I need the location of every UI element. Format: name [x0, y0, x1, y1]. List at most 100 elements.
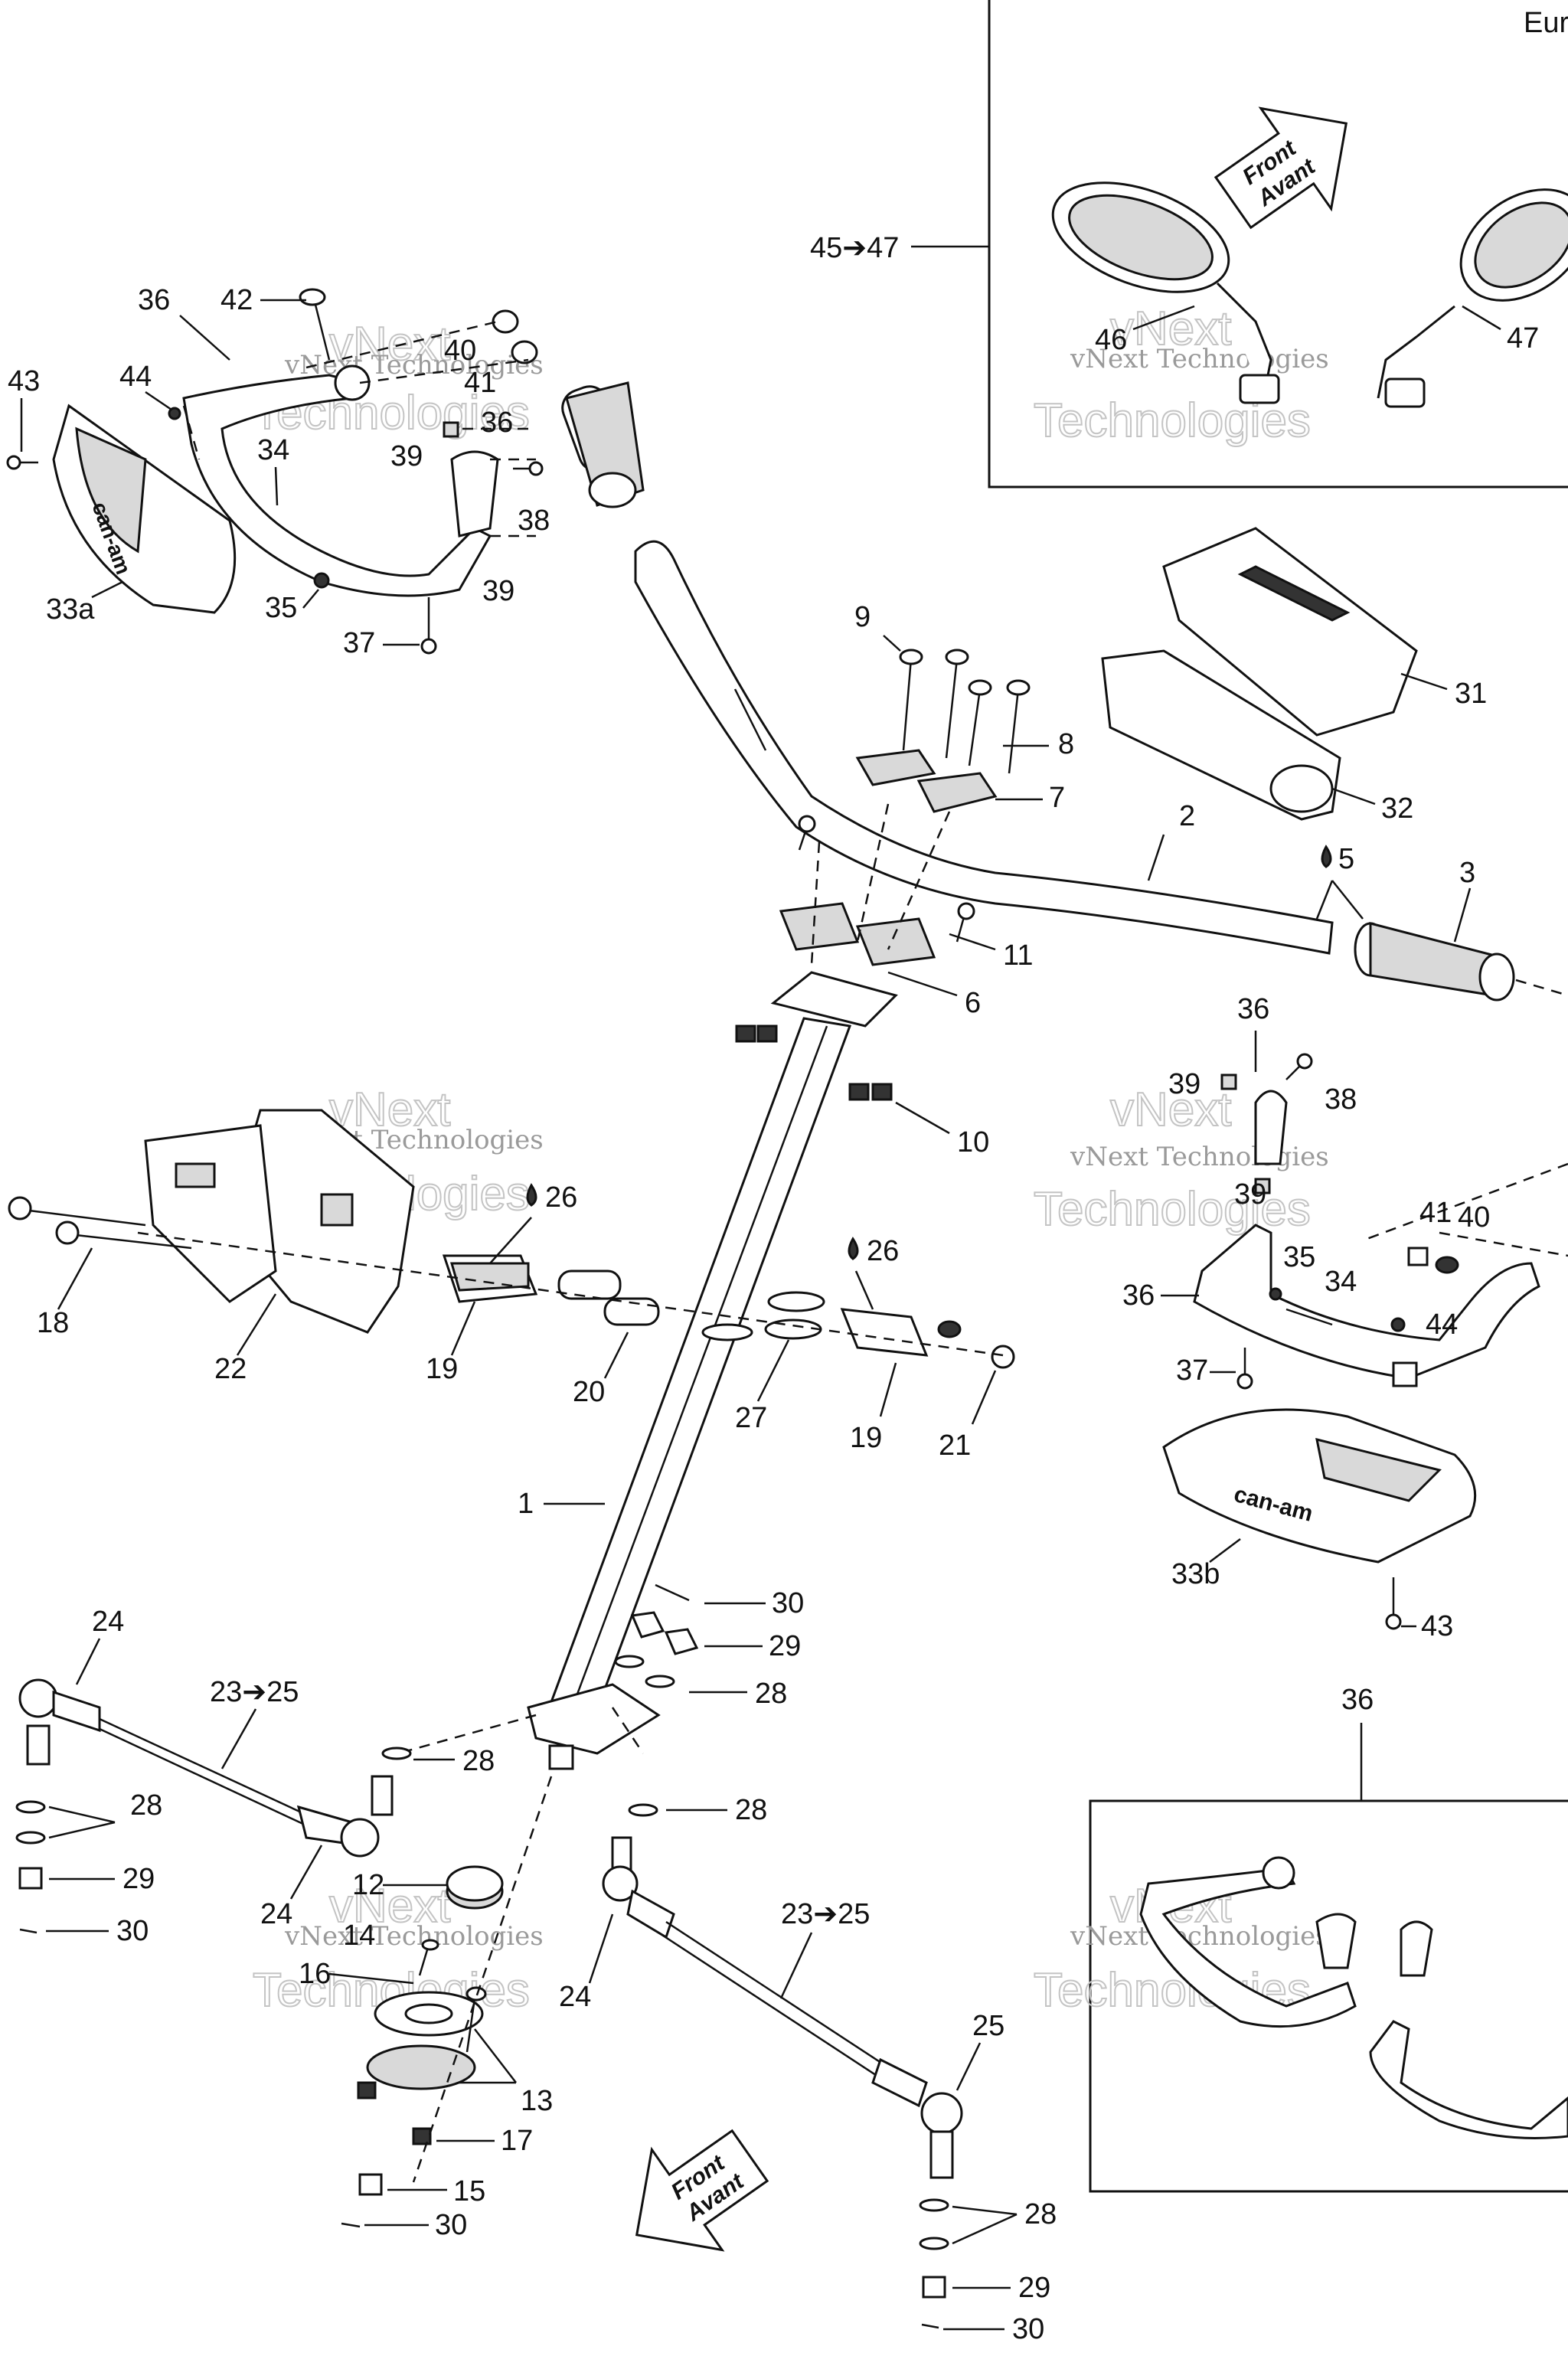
handguard-bar-36-right	[1193, 1224, 1540, 1387]
label-2: 2	[1179, 800, 1195, 832]
tie-rod-23-left	[99, 1717, 394, 1858]
label-19-a: 19	[426, 1353, 458, 1385]
bolt-11-b	[798, 815, 816, 851]
label-24-c: 24	[559, 1981, 591, 2013]
clamp-36-left	[450, 450, 499, 538]
grip-throttle-top	[492, 309, 645, 508]
label-24-a: 24	[92, 1606, 124, 1638]
svg-text:vNext: vNext	[1110, 1083, 1231, 1136]
label-25: 25	[972, 2010, 1004, 2042]
tie-rod-23-right	[658, 1920, 928, 2108]
label-8: 8	[1058, 728, 1074, 760]
bolt-38b	[1285, 1053, 1313, 1080]
washers-28-right	[919, 2198, 949, 2250]
bolt-11	[956, 902, 975, 943]
label-41-a: 41	[464, 367, 496, 399]
svg-text:vNext: vNext	[329, 1880, 450, 1933]
grip-3	[1354, 922, 1515, 1002]
tie-rod-end-25	[920, 2092, 963, 2179]
label-42: 42	[220, 284, 253, 316]
label-46: 46	[1095, 324, 1127, 356]
label-32: 32	[1381, 792, 1413, 825]
washers-27	[764, 1291, 825, 1340]
svg-text:5: 5	[1338, 843, 1354, 875]
label-35-a: 35	[265, 592, 297, 624]
label-45-47: 45➔47	[810, 232, 899, 264]
label-11: 11	[1003, 939, 1033, 972]
inset-handguard-right	[1369, 1920, 1568, 2139]
bolt-14	[418, 1939, 439, 1976]
label-30-b: 30	[116, 1915, 149, 1947]
handguard-shield-33a: can-am	[52, 404, 237, 614]
label-12: 12	[352, 1869, 384, 1901]
label-43-a: 43	[8, 365, 40, 397]
pin-30-left	[19, 1928, 38, 1934]
label-30-a: 30	[772, 1587, 804, 1619]
label-28-e: 28	[1024, 2198, 1057, 2230]
label-38-a: 38	[518, 505, 550, 537]
grease-icon-26b: 26	[848, 1235, 899, 1267]
front-arrow-top: Front Avant	[1214, 106, 1348, 230]
label-36-c: 36	[1237, 993, 1269, 1025]
label-36-a: 36	[138, 284, 170, 316]
nuts-10	[848, 1083, 893, 1101]
nut-29-right	[922, 2276, 946, 2299]
label-31: 31	[1455, 678, 1487, 710]
svg-text:vNext: vNext	[329, 1083, 450, 1136]
label-34-a: 34	[257, 434, 289, 466]
label-7: 7	[1049, 782, 1065, 814]
label-41-b: 41	[1419, 1197, 1452, 1229]
label-23-25-right: 23➔25	[781, 1898, 870, 1930]
label-39-a: 39	[390, 440, 423, 472]
inset-title: Eur	[1524, 7, 1568, 39]
washer-28-c	[628, 1803, 658, 1817]
label-29-c: 29	[1018, 2272, 1050, 2304]
inset-box-mirrors: Eur	[988, 0, 1568, 489]
label-9: 9	[854, 601, 871, 633]
label-40-a: 40	[444, 335, 476, 367]
label-28-d: 28	[130, 1789, 162, 1822]
svg-text:vNext Technologies: vNext Technologies	[1070, 1921, 1329, 1952]
label-29-b: 29	[122, 1863, 155, 1895]
label-35-b: 35	[1283, 1241, 1315, 1273]
nut-39d	[1254, 1178, 1271, 1194]
label-15: 15	[453, 2175, 485, 2207]
handlebar-2	[634, 540, 1334, 955]
label-29-a: 29	[769, 1630, 801, 1662]
washer-28-b	[381, 1747, 412, 1760]
tie-rod-end-24-left	[18, 1678, 101, 1766]
label-36-d: 36	[1122, 1279, 1155, 1312]
svg-text:vNext Technologies: vNext Technologies	[1070, 344, 1329, 374]
label-13: 13	[521, 2085, 553, 2117]
label-21: 21	[939, 1430, 971, 1462]
clamp-19-left	[442, 1254, 538, 1303]
label-40-b: 40	[1458, 1201, 1490, 1234]
nut-35b	[1269, 1287, 1282, 1301]
nut-35a	[313, 572, 330, 589]
label-43-b: 43	[1421, 1610, 1453, 1642]
bolt-38a	[513, 461, 544, 476]
label-36-e: 36	[1341, 1684, 1374, 1716]
label-14: 14	[343, 1920, 375, 1952]
nut-29-left	[18, 1867, 43, 1890]
svg-text:26: 26	[867, 1235, 899, 1267]
label-28-b: 28	[462, 1745, 495, 1777]
label-22: 22	[214, 1353, 247, 1385]
mirror-left	[1051, 181, 1280, 404]
label-34-b: 34	[1325, 1266, 1357, 1298]
watermark-2: vNext vNext Technologies Technologies	[1033, 302, 1329, 448]
label-20: 20	[573, 1376, 605, 1408]
clamp-19-right	[840, 1308, 962, 1357]
label-30-d: 30	[1012, 2313, 1044, 2345]
bearing-12	[446, 1865, 504, 1910]
bolt-43a	[6, 455, 38, 470]
pin-30-c	[341, 2222, 361, 2228]
grease-icon-26a: 26	[526, 1181, 577, 1214]
steering-column-1	[527, 1017, 852, 1770]
label-28-a: 28	[755, 1678, 787, 1710]
handguard-shield-33b: can-am	[1162, 1408, 1477, 1564]
pin-34b	[1285, 1308, 1333, 1326]
label-18: 18	[37, 1307, 69, 1339]
